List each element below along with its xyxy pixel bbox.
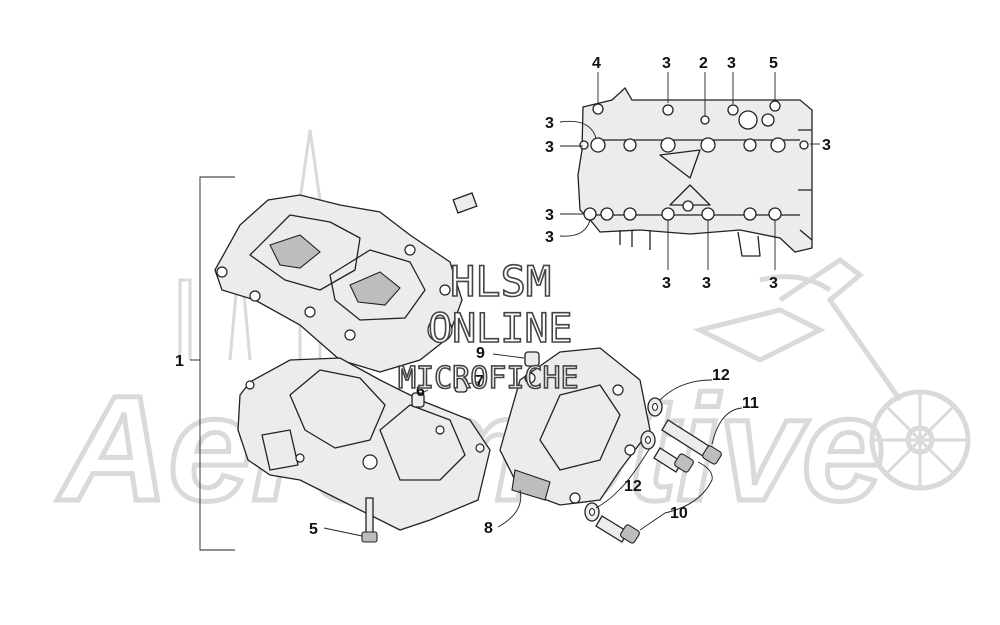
callout-5-top: 5	[769, 55, 778, 72]
bolt-10-upper	[653, 447, 694, 473]
callout-4: 4	[592, 55, 601, 72]
callout-10: 10	[670, 505, 688, 522]
leader-lines	[323, 72, 820, 537]
callout-3-left-c: 3	[545, 207, 554, 224]
decal-icon	[452, 192, 478, 214]
callout-3-left-d: 3	[545, 229, 554, 246]
washer-12-middle	[640, 430, 656, 450]
watermark-online: ONLINE	[428, 306, 573, 352]
callout-3-top-b: 3	[727, 55, 736, 72]
watermark-microfiche: MICROFICHE	[398, 361, 579, 396]
callout-5-bottom: 5	[309, 521, 318, 538]
callout-1: 1	[175, 353, 184, 370]
callout-3-left-a: 3	[545, 115, 554, 132]
washer-12-upper	[647, 397, 663, 417]
brand-watermark: Aeromotive	[54, 129, 971, 535]
end-cover	[499, 347, 651, 506]
callout-3-left-b: 3	[545, 139, 554, 156]
bolt-11	[661, 419, 722, 465]
callout-3-bottom-b: 3	[702, 275, 711, 292]
callout-7: 7	[475, 373, 484, 390]
callout-12-lower: 12	[624, 478, 642, 495]
plug-9	[524, 351, 540, 367]
callout-11: 11	[742, 395, 759, 412]
callout-3-bottom-a: 3	[662, 275, 671, 292]
hlsm-watermark: HLSM ONLINE MICROFICHE	[397, 256, 579, 397]
callout-2: 2	[699, 55, 708, 72]
callout-3-right: 3	[822, 137, 831, 154]
crankcase-top-view	[577, 86, 813, 257]
crankcase-assembly	[214, 194, 491, 543]
bolt-10-lower	[595, 515, 640, 544]
callout-6: 6	[416, 383, 425, 400]
dowel-pin-7	[454, 377, 468, 393]
callouts: 4 3 2 3 5 3 3 3 3 3 3 3 3 1 9 6 7 5 8 12…	[175, 55, 831, 538]
callout-3-top-a: 3	[662, 55, 671, 72]
callout-8: 8	[484, 520, 493, 537]
callout-3-bottom-c: 3	[769, 275, 778, 292]
bolt-5	[361, 497, 378, 543]
dowel-pin-6	[411, 392, 425, 408]
motorcycle-watermark-icon	[692, 256, 971, 491]
assembly-bracket	[190, 176, 235, 551]
callout-12-upper: 12	[712, 367, 730, 384]
watermark-hlsm: HLSM	[450, 257, 551, 306]
washer-12-lower	[584, 502, 600, 522]
callout-9: 9	[476, 345, 485, 362]
